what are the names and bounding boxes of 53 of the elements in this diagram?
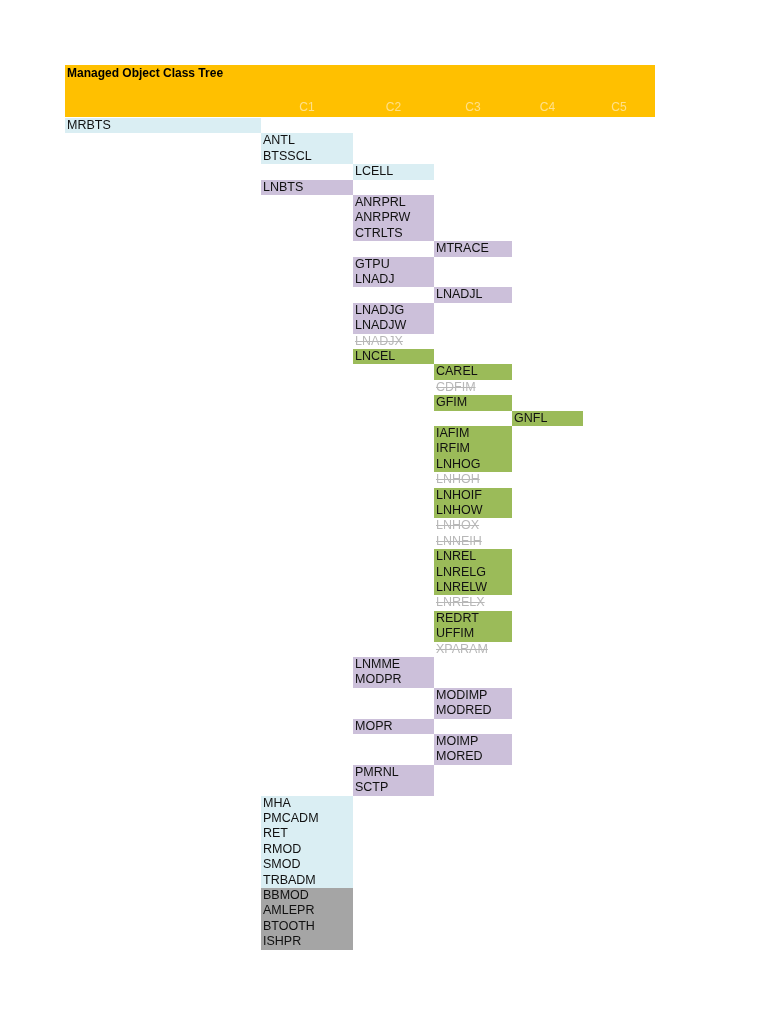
class-cell: IRFIM	[434, 441, 512, 457]
struck-class-name: LNHOH	[435, 472, 481, 488]
class-cell: MODRED	[434, 703, 512, 719]
class-cell: MOPR	[353, 718, 434, 734]
class-cell: UFFIM	[434, 626, 512, 642]
class-cell: MOIMP	[434, 734, 512, 750]
column-header: C2	[385, 100, 402, 114]
class-cell: LNHOW	[434, 503, 512, 519]
class-cell: ANRPRL	[353, 195, 434, 211]
class-cell: MODIMP	[434, 687, 512, 704]
class-cell: BBMOD	[261, 888, 353, 904]
struck-class-name: CDFIM	[435, 379, 477, 396]
class-cell: ANTL	[261, 133, 353, 149]
column-header: C4	[539, 100, 556, 114]
class-cell: IAFIM	[434, 426, 512, 442]
class-cell: LNADJ	[353, 272, 434, 288]
class-cell: ANRPRW	[353, 210, 434, 226]
class-cell: GFIM	[434, 395, 512, 411]
class-cell: LNHOIF	[434, 487, 512, 503]
class-cell: GTPU	[353, 256, 434, 272]
class-cell: LNADJG	[353, 302, 434, 319]
class-cell: CAREL	[434, 364, 512, 380]
class-cell: SCTP	[353, 780, 434, 796]
struck-class-name: XPARAM	[435, 641, 489, 657]
class-cell: MORED	[434, 749, 512, 765]
class-cell: LNADJW	[353, 318, 434, 334]
column-header: C5	[611, 100, 627, 114]
class-cell: LNREL	[434, 549, 512, 565]
class-cell: MODPR	[353, 672, 434, 688]
struck-class-name: LNRELX	[435, 595, 486, 611]
class-cell: GNFL	[512, 410, 583, 426]
class-cell: LNRELW	[434, 580, 512, 596]
class-cell: ISHPR	[261, 934, 353, 950]
class-cell: PMCADM	[261, 811, 353, 827]
class-cell: MRBTS	[65, 118, 261, 134]
table-title: Managed Object Class Tree	[67, 66, 224, 80]
struck-class-name: LNNEIH	[435, 533, 483, 550]
class-cell: SMOD	[261, 857, 353, 873]
class-cell: MHA	[261, 795, 353, 811]
struck-class-name: LNHOX	[435, 518, 481, 534]
class-cell: PMRNL	[353, 764, 434, 781]
class-cell: LNADJL	[434, 287, 512, 303]
struck-class-name: LNADJX	[354, 333, 404, 349]
class-cell: LNBTS	[261, 179, 353, 195]
class-cell: RET	[261, 826, 353, 842]
class-cell: LNCEL	[353, 349, 434, 365]
class-cell: REDRT	[434, 610, 512, 627]
column-header: C1	[299, 100, 315, 114]
class-cell: LNMME	[353, 657, 434, 673]
class-cell: MTRACE	[434, 241, 512, 257]
class-cell: AMLEPR	[261, 903, 353, 919]
column-header: C3	[465, 100, 481, 114]
class-cell: LCELL	[353, 164, 434, 180]
